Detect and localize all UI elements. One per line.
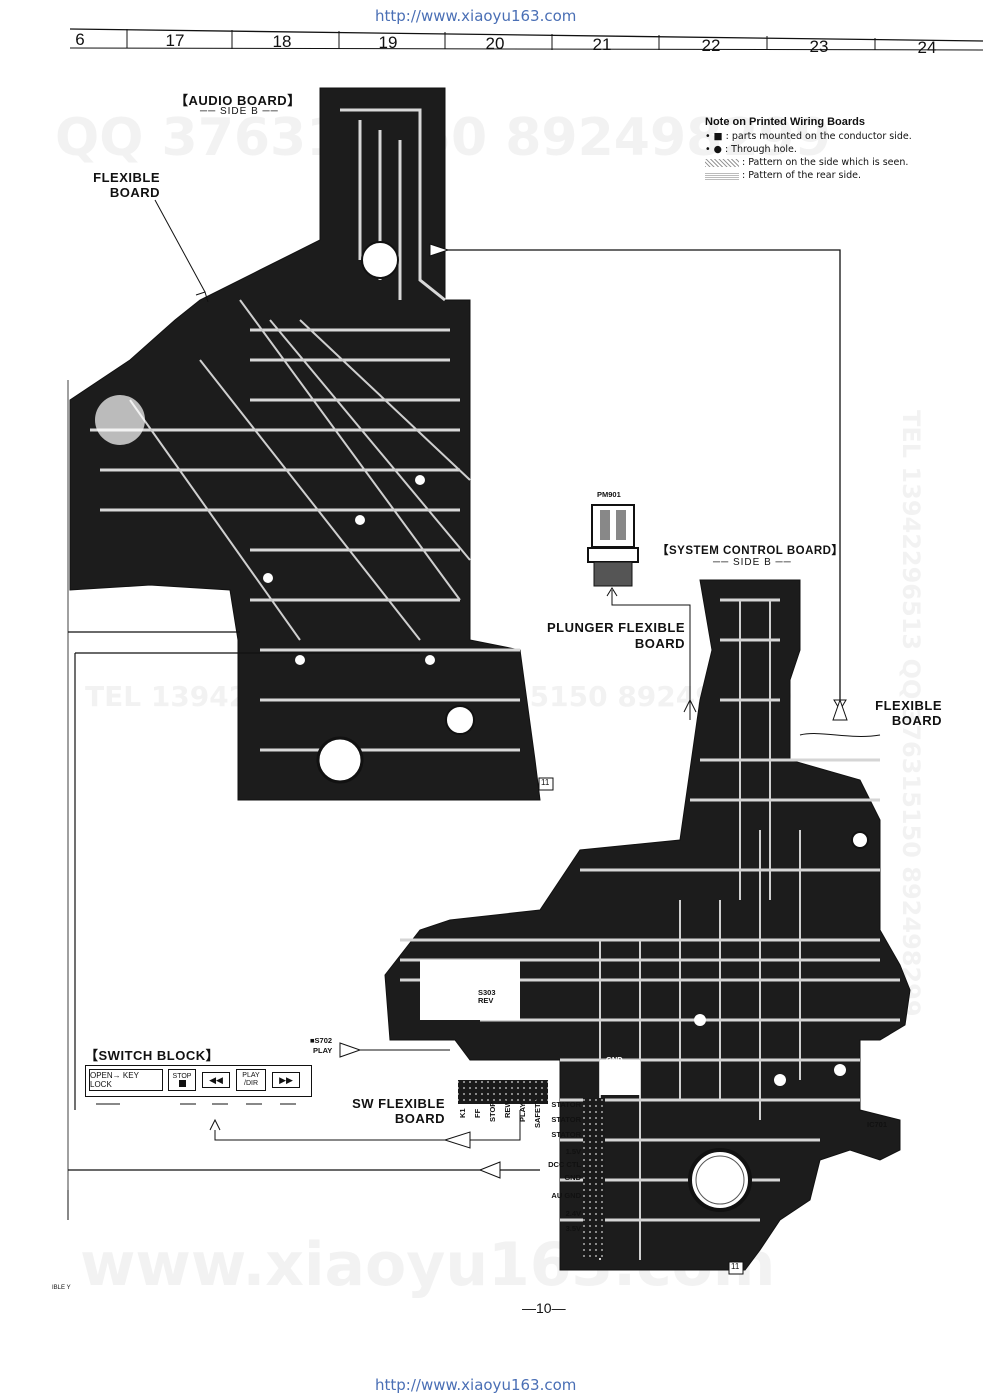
sw-pin-ff: FF [473,1108,482,1118]
pin-stator-3: STATOR [551,1130,581,1139]
sw-flexible-pins [458,1080,548,1104]
system-board-page-ref: 11 [731,1262,740,1271]
audio-board-side-text: SIDE B [219,106,259,117]
flexible-board-left-label: FLEXIBLE BOARD [72,170,160,200]
rewind-button[interactable]: ◀◀ [202,1072,230,1088]
pin-gnd: GND [564,1173,581,1182]
sw-flexible-label: SW FLEXIBLE BOARD [352,1096,445,1126]
ic701-label: IC701 [867,1120,888,1129]
plunger-flexible-label: PLUNGER FLEXIBLE BOARD [546,620,685,651]
grid-col-22: 22 [701,36,721,55]
s702-play-label: PLAY [313,1046,333,1055]
fast-forward-button[interactable]: ▶▶ [272,1072,300,1088]
grid-col-24: 24 [917,38,937,57]
grid-header: 6 17 18 19 20 21 22 23 24 [70,26,983,57]
pin-au-gnd: AU GND [551,1191,581,1200]
flexible-board-right-label: FLEXIBLE BOARD [875,698,942,728]
sw-pin-rew: REW [503,1100,512,1119]
play-dir-button[interactable]: PLAY /DIR [236,1069,266,1091]
grid-col-23: 23 [809,37,829,56]
pwb-note-item: : Pattern on the side which is seen. [705,157,975,168]
system-control-title-text: SYSTEM CONTROL BOARD [669,545,832,557]
corner-fragment: IBLE Y [52,1285,71,1291]
system-control-pcb [384,579,911,1271]
switch-block-title-text: SWITCH BLOCK [98,1048,206,1063]
audio-board-title-text: AUDIO BOARD [188,93,288,108]
grid-col-17: 17 [165,31,185,50]
pin-3-5v: 3.5V [565,1224,581,1233]
stop-button[interactable]: STOP [168,1069,196,1091]
pwb-note-item: • ● : Through hole. [705,144,797,155]
s702-label: ■S702 [310,1036,333,1045]
open-key-lock-button[interactable]: OPEN→ KEY LOCK [89,1069,163,1091]
grid-col-18: 18 [272,32,292,51]
s303-label: S303 [478,988,496,997]
pwb-note-title: Note on Printed Wiring Boards [705,116,866,128]
audio-board-pcb [69,87,541,801]
pwb-note: Note on Printed Wiring Boards • ■ : part… [705,116,975,181]
switch-block-panel: OPEN→ KEY LOCK STOP ◀◀ PLAY /DIR ▶▶ [85,1065,312,1097]
switch-block-title: 【SWITCH BLOCK】 [85,1048,220,1063]
grid-col-21: 21 [592,35,612,54]
pin-1-5v: 1.5V [565,1147,581,1156]
flexible-board-left-text: FLEXIBLE BOARD [93,170,160,200]
grid-col-19: 19 [378,33,398,52]
audio-board-title: 【AUDIO BOARD】 [175,93,301,108]
pwb-note-item: • ■ : parts mounted on the conductor sid… [705,131,912,142]
system-control-title: 【SYSTEM CONTROL BOARD】 [657,545,844,557]
source-url-top[interactable]: http://www.xiaoyu163.com [375,7,577,25]
gnd-label: GND [606,1055,623,1064]
pin-dcc-ctl: DCC CTL [548,1160,581,1169]
pin-2-4v: 2.4V [565,1209,581,1218]
source-url-bottom[interactable]: http://www.xiaoyu163.com [375,1376,577,1394]
parts-square-icon: • ■ [705,131,726,142]
system-control-side: ── SIDE B ── [713,557,792,568]
connector-pin-labels: STATOR STATOR STATOR 1.5V DCC CTL GND AU… [525,1100,581,1239]
rev-label: REV [478,996,494,1005]
pin-stator-1: STATOR [551,1100,581,1109]
grid-col-20: 20 [485,34,505,53]
pattern-seen-swatch [705,158,739,167]
pattern-rear-swatch [705,171,739,180]
stop-icon [178,1080,186,1087]
sw-pin-stop: STOP [488,1101,497,1122]
grid-col-6: 6 [75,30,85,49]
plunger-part-number: PM901 [597,490,621,499]
pwb-note-item: : Pattern of the rear side. [705,170,975,181]
page-number: —10— [522,1300,566,1316]
through-hole-icon: • ● [705,144,725,155]
audio-board-side: ── SIDE B ── [200,106,279,117]
sw-pin-k1: K1 [458,1108,467,1118]
pin-stator-2: STATOR [551,1115,581,1124]
audio-board-page-ref: 11 [541,778,550,787]
